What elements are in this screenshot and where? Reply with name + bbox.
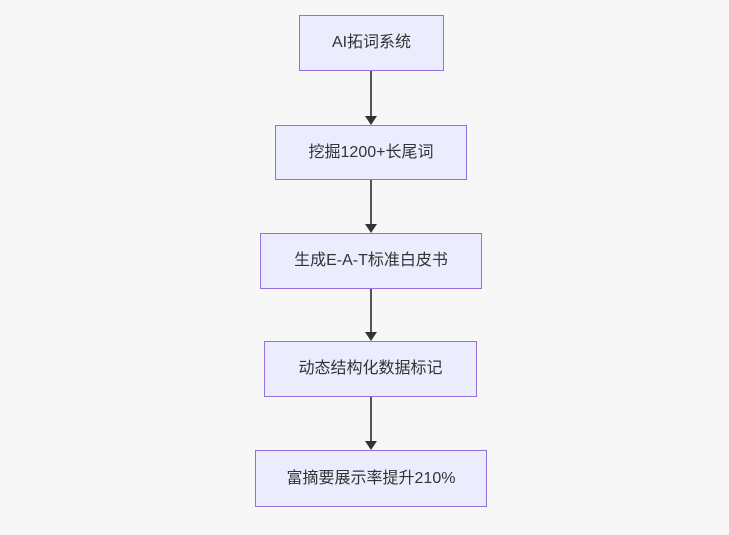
arrowhead-down-icon	[365, 332, 377, 341]
flowchart-node-longtail-mining: 挖掘1200+长尾词	[275, 125, 467, 180]
flowchart-node-structured-data: 动态结构化数据标记	[264, 341, 477, 397]
flowchart-edge-2	[365, 180, 377, 233]
arrow-line	[370, 289, 372, 333]
arrowhead-down-icon	[365, 224, 377, 233]
node-label: 挖掘1200+长尾词	[308, 143, 434, 161]
node-label: AI拓词系统	[331, 34, 412, 52]
flowchart-edge-4	[365, 397, 377, 450]
flowchart-node-eat-whitepaper: 生成E-A-T标准白皮书	[260, 233, 482, 289]
node-label: 动态结构化数据标记	[298, 360, 443, 378]
arrow-line	[370, 397, 372, 442]
flowchart-edge-1	[365, 71, 377, 125]
arrow-line	[370, 180, 372, 225]
arrowhead-down-icon	[365, 441, 377, 450]
flowchart-node-ai-expansion: AI拓词系统	[299, 15, 444, 71]
node-label: 富摘要展示率提升210%	[286, 469, 456, 487]
flowchart-node-rich-snippet-result: 富摘要展示率提升210%	[255, 450, 487, 507]
flowchart-edge-3	[365, 289, 377, 341]
node-label: 生成E-A-T标准白皮书	[294, 252, 448, 270]
arrow-line	[370, 71, 372, 117]
arrowhead-down-icon	[365, 116, 377, 125]
